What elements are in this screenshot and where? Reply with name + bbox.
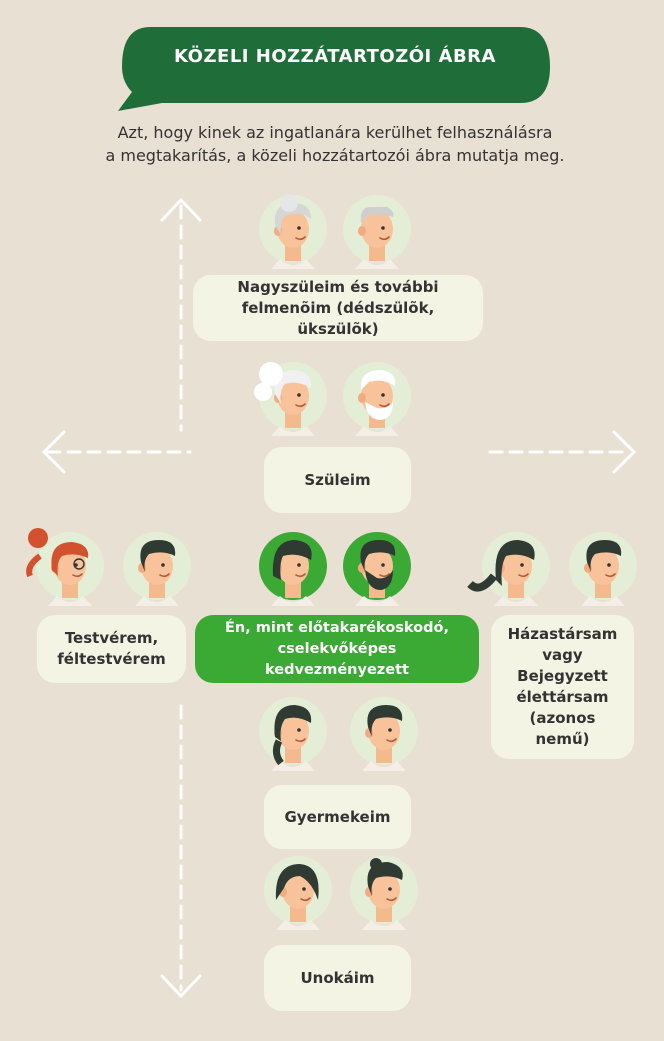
elderly-man-icon <box>343 195 411 270</box>
father-icon <box>343 362 411 437</box>
right-spouse-arrow <box>488 430 637 474</box>
title-speech-bubble <box>118 27 550 111</box>
diagram-title: KÖZELI HOZZÁTARTOZÓI ÁBRA <box>174 46 496 67</box>
grandchildren-label-text: Unokáim <box>300 968 375 987</box>
ancestors-arrow <box>160 197 202 432</box>
diagram-subtitle: Azt, hogy kinek az ingatlanára kerülhet … <box>40 121 630 167</box>
spouse-label-line-1: Házastársam <box>507 625 618 643</box>
siblings-label: Testvérem, féltestvérem <box>37 615 186 683</box>
children-label: Gyermekeim <box>264 785 411 849</box>
grandson-icon <box>350 856 418 931</box>
parents-label-text: Szüleim <box>304 470 371 489</box>
spouse-label-line-3: Bejegyzett <box>517 667 608 685</box>
mother-icon <box>254 362 327 437</box>
siblings-label-line-1: Testvérem, <box>64 629 159 647</box>
self-label: Én, mint előtakarékoskodó, cselekvőképes… <box>195 615 479 683</box>
elderly-woman-icon <box>259 194 327 270</box>
grandparents-label: Nagyszüleim és további felmenõim (dédszü… <box>193 275 483 341</box>
partner-man-icon <box>569 532 637 607</box>
son-icon <box>350 697 418 772</box>
subtitle-line-2: a megtakarítás, a közeli hozzátartozói á… <box>105 146 565 165</box>
granddaughter-icon <box>264 856 332 931</box>
subtitle-line-1: Azt, hogy kinek az ingatlanára kerülhet … <box>117 123 553 142</box>
spouse-label-line-2: vagy <box>542 646 583 664</box>
partner-woman-icon <box>467 532 550 607</box>
grandparents-label-line-2: felmenõim (dédszülõk, ükszülõk) <box>241 298 435 338</box>
descendants-arrow <box>160 704 202 999</box>
spouse-label: Házastársam vagy Bejegyzett élettársam (… <box>491 615 634 759</box>
parents-label: Szüleim <box>264 447 411 513</box>
sister-icon <box>26 528 104 607</box>
grandchildren-label: Unokáim <box>264 945 411 1011</box>
spouse-label-line-4: élettársam <box>516 688 609 706</box>
self-man-icon <box>343 532 411 607</box>
brother-icon <box>123 532 191 607</box>
spouse-label-line-5: (azonos nemű) <box>529 709 596 748</box>
grandparents-label-line-1: Nagyszüleim és további <box>237 277 439 296</box>
daughter-icon <box>259 697 327 772</box>
siblings-label-line-2: féltestvérem <box>57 650 166 668</box>
left-collateral-arrow <box>41 430 192 474</box>
self-label-line-2: cselekvőképes kedvezményezett <box>265 640 409 678</box>
children-label-text: Gyermekeim <box>284 807 391 826</box>
self-woman-icon <box>259 532 327 607</box>
self-label-line-1: Én, mint előtakarékoskodó, <box>225 619 449 636</box>
